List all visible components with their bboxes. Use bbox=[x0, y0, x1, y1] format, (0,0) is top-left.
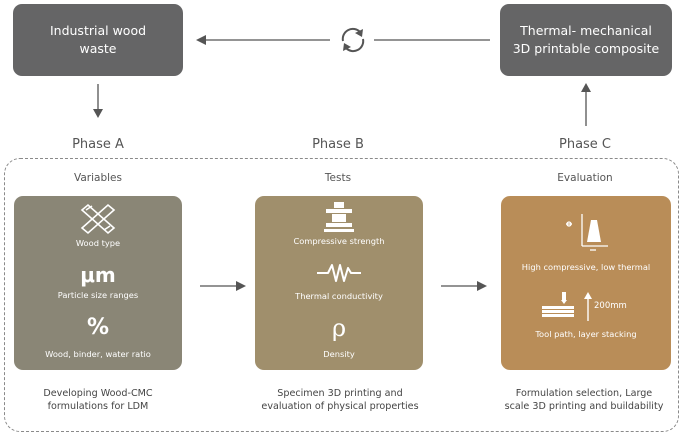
phase-b-label: Phase B bbox=[312, 137, 364, 152]
thermal-conductivity-label: Thermal conductivity bbox=[295, 291, 383, 301]
tests-card: Compressive strength Thermal conductivit… bbox=[255, 196, 423, 370]
height-arrow-icon bbox=[584, 292, 592, 321]
ratio-label: Wood, binder, water ratio bbox=[45, 349, 151, 359]
cycle-icon bbox=[341, 27, 365, 53]
micrometer-symbol-icon: μm bbox=[80, 263, 116, 287]
particle-size-label: Particle size ranges bbox=[57, 290, 139, 300]
variables-card: Wood type μm Particle size ranges % Wood… bbox=[14, 196, 182, 370]
variables-caption: Developing Wood-CMC formulations for LDM bbox=[14, 387, 182, 413]
evaluation-caption: Formulation selection, Large scale 3D pr… bbox=[486, 387, 682, 413]
percent-icon: % bbox=[86, 315, 110, 340]
phase-a-label: Phase A bbox=[72, 137, 124, 152]
tests-heading: Tests bbox=[324, 172, 352, 184]
evaluation-caption-line-2: scale 3D printing and buildability bbox=[504, 401, 664, 412]
arrow-a-to-b bbox=[200, 281, 246, 291]
industrial-wood-waste-label: Industrial wood waste bbox=[49, 23, 147, 56]
compressive-strength-label: Compressive strength bbox=[293, 236, 385, 246]
variables-heading: Variables bbox=[74, 172, 122, 184]
wood-type-label: Wood type bbox=[75, 238, 121, 248]
tests-caption-line-1: Specimen 3D printing and bbox=[277, 388, 403, 399]
layer-stack-icon bbox=[542, 292, 574, 317]
variables-caption-line-2: formulations for LDM bbox=[47, 401, 149, 412]
printable-composite-label: Thermal- mechanical 3D printable composi… bbox=[512, 23, 660, 56]
tests-caption-line-2: evaluation of physical properties bbox=[261, 401, 419, 412]
evaluation-heading: Evaluation bbox=[557, 172, 613, 184]
tests-caption: Specimen 3D printing and evaluation of p… bbox=[240, 387, 440, 413]
density-label: Density bbox=[323, 349, 355, 359]
phase-c-label: Phase C bbox=[558, 137, 612, 152]
tool-path-label: Tool path, layer stacking bbox=[535, 329, 637, 339]
phases-dashed-frame bbox=[4, 158, 679, 432]
rho-symbol-icon: ρ bbox=[331, 314, 347, 342]
top-flow-arrow bbox=[93, 35, 591, 126]
industrial-wood-waste-box: Industrial wood waste bbox=[13, 4, 183, 76]
printable-composite-box: Thermal- mechanical 3D printable composi… bbox=[500, 4, 672, 76]
compression-press-icon bbox=[324, 202, 354, 232]
variables-caption-line-1: Developing Wood-CMC bbox=[43, 388, 153, 399]
wood-strips-icon bbox=[80, 203, 116, 235]
evaluation-caption-line-1: Formulation selection, Large bbox=[515, 388, 653, 399]
high-compressive-label: High compressive, low thermal bbox=[521, 262, 651, 272]
chart-axes-icon bbox=[566, 214, 608, 251]
arrow-b-to-c bbox=[441, 281, 487, 291]
evaluation-card: High compressive, low thermal 200mm Tool… bbox=[501, 196, 671, 370]
waveform-icon bbox=[317, 264, 361, 282]
dimension-label: 200mm bbox=[594, 301, 627, 311]
